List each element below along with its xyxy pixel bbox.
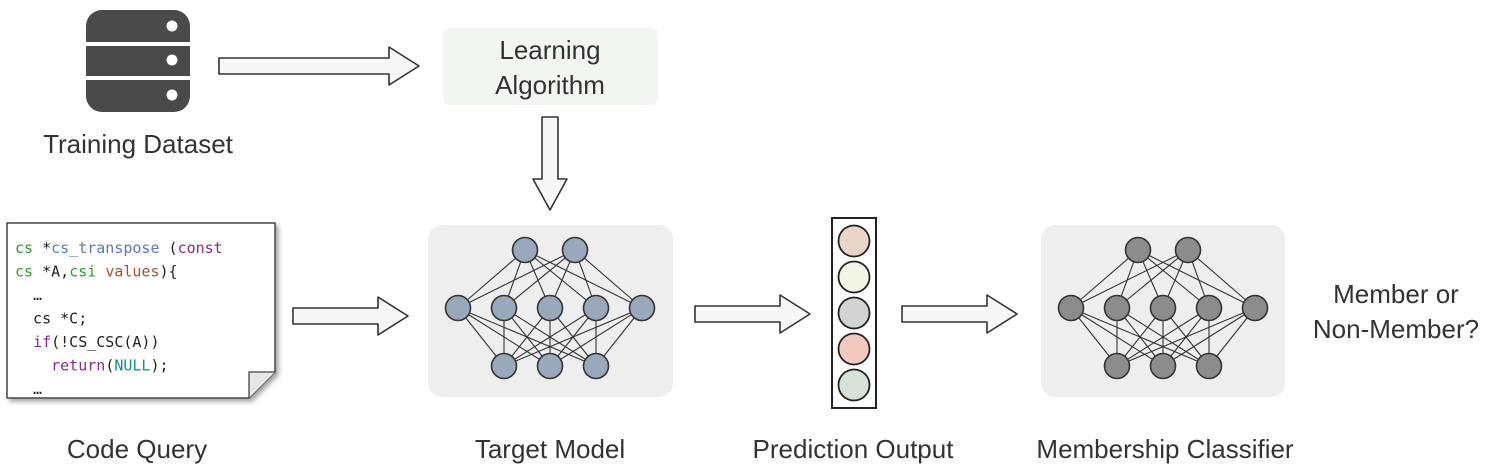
target-model-label: Target Model (475, 434, 625, 464)
code-line: cs *cs_transpose (const (15, 239, 223, 257)
code-token: ); (150, 357, 168, 375)
code-token: NULL (114, 357, 150, 375)
network-edge (1162, 307, 1256, 367)
network-node (582, 294, 610, 322)
prediction-cell (837, 332, 871, 366)
code-token (15, 357, 51, 375)
code-query-document (6, 222, 276, 399)
learning-algorithm-label-line1: Learning (499, 35, 600, 65)
network-node (1241, 294, 1269, 322)
code-line: cs *A,csi values){ (15, 263, 178, 281)
learning-algorithm-box (443, 28, 658, 105)
network-node (490, 294, 518, 322)
prediction-cell (837, 260, 871, 294)
network-edge (503, 307, 597, 367)
code-token: ){ (160, 263, 178, 281)
network-node (628, 294, 656, 322)
network-node (1149, 352, 1177, 380)
prediction-output-cells (837, 224, 871, 402)
code-token: csi (69, 263, 96, 281)
code-token: cs_transpose (51, 239, 159, 257)
code-token: values (105, 263, 159, 281)
network-edge (457, 249, 576, 309)
code-line: if(!CS_CSC(A)) (15, 333, 160, 351)
network-edge (1116, 249, 1189, 309)
database-icon (86, 10, 190, 112)
arrow-dataset-to-algorithm (218, 46, 420, 86)
code-token: (!CS_CSC(A)) (51, 333, 159, 351)
code-query-label: Code Query (67, 434, 207, 464)
code-line: … (15, 286, 42, 304)
network-edge (1116, 307, 1256, 367)
code-token: if (33, 333, 51, 351)
code-token (96, 263, 105, 281)
training-dataset-label: Training Dataset (43, 129, 234, 159)
code-token: cs (15, 263, 33, 281)
result-label-line2: Non-Member? (1313, 314, 1479, 344)
network-node (582, 352, 610, 380)
code-token: ( (160, 239, 178, 257)
arrow-code-to-model (292, 296, 409, 336)
code-token: return (51, 357, 105, 375)
code-token: … (15, 286, 42, 304)
network-edge (1116, 307, 1210, 367)
network-node (536, 294, 564, 322)
arrow-model-to-prediction (694, 294, 811, 334)
code-line: … (15, 380, 42, 398)
learning-algorithm-label-line2: Algorithm (495, 70, 605, 100)
network-edge (503, 307, 643, 367)
code-token: cs *C; (15, 310, 87, 328)
arrow-prediction-to-classifier (901, 294, 1018, 334)
network-node (561, 236, 589, 264)
network-edge (457, 249, 526, 309)
result-label-line1: Member or (1333, 279, 1459, 309)
network-node (1174, 236, 1202, 264)
code-line: cs *C; (15, 310, 87, 328)
network-edge (503, 249, 576, 309)
network-edge (1187, 249, 1256, 309)
code-token: *A, (33, 263, 69, 281)
target-model-network (444, 236, 656, 380)
network-edge (574, 249, 643, 309)
network-edge (1070, 249, 1189, 309)
network-edge (524, 249, 643, 309)
network-node (444, 294, 472, 322)
network-edge (1070, 249, 1139, 309)
membership-classifier-network (1057, 236, 1269, 380)
membership-classifier-label: Membership Classifier (1036, 434, 1294, 464)
network-node (1103, 294, 1131, 322)
network-node (1057, 294, 1085, 322)
network-node (511, 236, 539, 264)
network-node (1103, 352, 1131, 380)
network-edge (524, 249, 597, 309)
code-token: cs (15, 239, 33, 257)
prediction-cell (837, 224, 871, 258)
prediction-cell (837, 368, 871, 402)
network-node (1149, 294, 1177, 322)
network-node (536, 352, 564, 380)
network-node (490, 352, 518, 380)
code-token: * (33, 239, 51, 257)
network-edge (1137, 249, 1210, 309)
code-token: … (15, 380, 42, 398)
network-edge (1137, 249, 1256, 309)
code-line: return(NULL); (15, 357, 169, 375)
code-token (15, 333, 33, 351)
network-node (1195, 294, 1223, 322)
arrow-algorithm-to-model (532, 116, 568, 211)
code-token: ( (105, 357, 114, 375)
prediction-output-label: Prediction Output (753, 434, 955, 464)
prediction-cell (837, 296, 871, 330)
network-edge (549, 307, 643, 367)
network-node (1195, 352, 1223, 380)
code-token: const (178, 239, 223, 257)
network-node (1124, 236, 1152, 264)
